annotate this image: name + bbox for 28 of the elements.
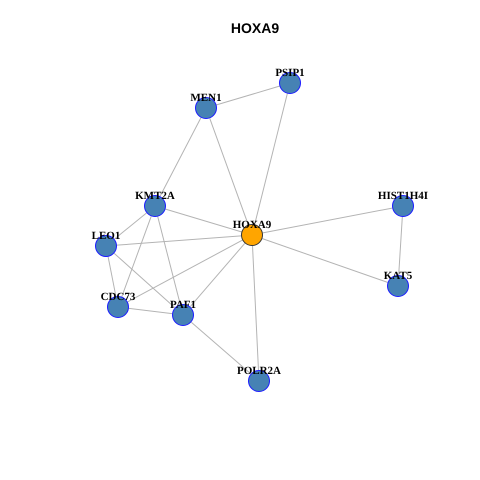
edge-line bbox=[262, 238, 388, 283]
edge-line bbox=[116, 235, 242, 246]
node-label: KAT5 bbox=[382, 270, 414, 282]
node-label: HIST1H4I bbox=[376, 190, 430, 202]
edge-line bbox=[252, 245, 259, 371]
node-label: KMT2A bbox=[134, 190, 176, 202]
node-label: PSIP1 bbox=[274, 67, 306, 79]
edge-line bbox=[114, 252, 176, 308]
edge-line bbox=[216, 86, 280, 106]
edge-line bbox=[121, 216, 152, 298]
edge-line bbox=[165, 208, 242, 232]
edge-line bbox=[108, 256, 116, 297]
edge-line bbox=[254, 93, 288, 225]
node-label: POLR2A bbox=[236, 365, 282, 377]
node-label: MEN1 bbox=[189, 92, 223, 104]
edge-line bbox=[190, 242, 246, 308]
chart-title: HOXA9 bbox=[230, 20, 280, 36]
node-label: LEO1 bbox=[90, 230, 122, 242]
node-label: HOXA9 bbox=[232, 219, 272, 231]
edge-line bbox=[190, 322, 252, 374]
edge-line bbox=[160, 117, 202, 197]
edge-line bbox=[128, 308, 173, 314]
edge-line bbox=[262, 208, 393, 234]
edge-line bbox=[157, 216, 181, 305]
edge-line bbox=[398, 216, 403, 276]
edge-line bbox=[127, 240, 243, 302]
node-label: CDC73 bbox=[100, 291, 136, 303]
edge-line bbox=[114, 212, 147, 240]
